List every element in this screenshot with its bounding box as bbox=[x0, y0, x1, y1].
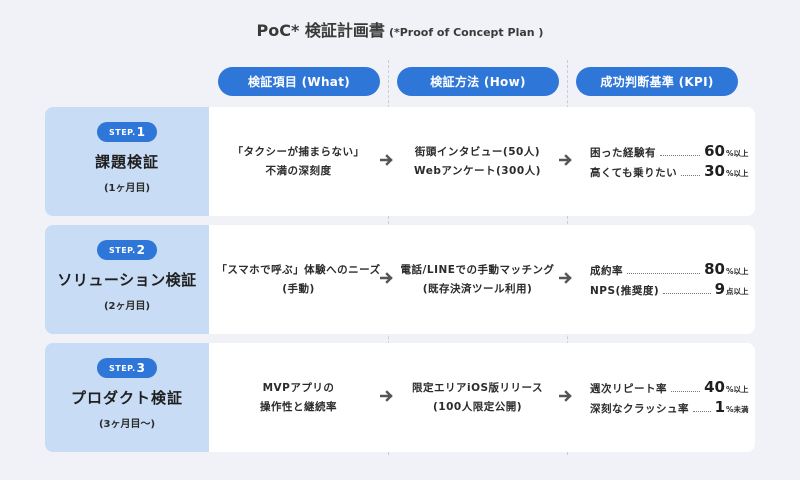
kpi-unit: 点以上 bbox=[726, 286, 749, 296]
what-cell: MVPアプリの 操作性と継続率 bbox=[209, 343, 388, 452]
kpi-value: 1 bbox=[714, 397, 725, 416]
step-badge-prefix: STEP. bbox=[109, 245, 136, 255]
what-cell: 「スマホで呼ぶ」体験へのニーズ (手動) bbox=[209, 225, 388, 334]
how-line: 電話/LINEでの手動マッチング bbox=[400, 263, 555, 276]
header-what: 検証項目 (What) bbox=[218, 67, 380, 96]
step-label-panel: STEP.3 プロダクト検証 (3ヶ月目〜) bbox=[45, 343, 209, 452]
step-name: プロダクト検証 bbox=[70, 389, 183, 407]
kpi-line: 成約率 80%以上 bbox=[590, 260, 750, 280]
dotted-leader bbox=[693, 410, 711, 412]
kpi-line: 深刻なクラッシュ率 1%未満 bbox=[590, 398, 750, 418]
kpi-line: 困った経験有 60%以上 bbox=[590, 142, 750, 162]
kpi-label: 高くても乗りたい bbox=[590, 166, 678, 179]
step-badge-prefix: STEP. bbox=[109, 127, 136, 137]
step-name: 課題検証 bbox=[94, 153, 159, 171]
how-cell: 電話/LINEでの手動マッチング (既存決済ツール利用) bbox=[388, 225, 567, 334]
kpi-value: 40 bbox=[704, 377, 725, 396]
title-sub: (*Proof of Concept Plan ) bbox=[388, 26, 544, 39]
kpi-value: 30 bbox=[704, 161, 725, 180]
kpi-unit: %以上 bbox=[726, 384, 749, 394]
kpi-cell: 週次リピート率 40%以上 深刻なクラッシュ率 1%未満 bbox=[590, 343, 750, 452]
step-badge-number: 3 bbox=[136, 361, 145, 375]
what-line: 「タクシーが捕まらない」 bbox=[232, 145, 365, 158]
step-badge-number: 1 bbox=[136, 125, 145, 139]
step-row-3: STEP.3 プロダクト検証 (3ヶ月目〜) MVPアプリの 操作性と継続率 限… bbox=[45, 343, 755, 452]
how-line: 街頭インタビュー(50人) bbox=[414, 145, 541, 158]
arrow-right-icon bbox=[559, 272, 572, 284]
step-period: (2ヶ月目) bbox=[103, 301, 151, 312]
step-period: (3ヶ月目〜) bbox=[98, 419, 156, 430]
step-badge: STEP.2 bbox=[97, 240, 157, 260]
dotted-leader bbox=[663, 292, 711, 294]
kpi-unit: %以上 bbox=[726, 266, 749, 276]
kpi-unit: %以上 bbox=[726, 148, 749, 158]
kpi-unit: %以上 bbox=[726, 168, 749, 178]
step-row-1: STEP.1 課題検証 (1ヶ月目) 「タクシーが捕まらない」 不満の深刻度 街… bbox=[45, 107, 755, 216]
kpi-line: 高くても乗りたい 30%以上 bbox=[590, 162, 750, 182]
what-line: 不満の深刻度 bbox=[265, 164, 332, 177]
arrow-right-icon bbox=[380, 390, 393, 402]
kpi-label: 深刻なクラッシュ率 bbox=[590, 402, 689, 415]
how-cell: 街頭インタビュー(50人) Webアンケート(300人) bbox=[388, 107, 567, 216]
kpi-unit: %未満 bbox=[726, 404, 749, 414]
what-line: 操作性と継続率 bbox=[260, 400, 337, 413]
kpi-value: 9 bbox=[714, 279, 725, 298]
how-line: (100人限定公開) bbox=[432, 400, 522, 413]
step-badge: STEP.3 bbox=[97, 358, 157, 378]
step-name: ソリューション検証 bbox=[57, 271, 197, 289]
header-kpi: 成功判断基準 (KPI) bbox=[576, 67, 738, 96]
kpi-label: 週次リピート率 bbox=[590, 382, 667, 395]
arrow-right-icon bbox=[559, 154, 572, 166]
step-row-2: STEP.2 ソリューション検証 (2ヶ月目) 「スマホで呼ぶ」体験へのニーズ … bbox=[45, 225, 755, 334]
page-title: PoC* 検証計画書(*Proof of Concept Plan ) bbox=[0, 17, 800, 41]
arrow-right-icon bbox=[380, 154, 393, 166]
step-label-panel: STEP.2 ソリューション検証 (2ヶ月目) bbox=[45, 225, 209, 334]
how-line: Webアンケート(300人) bbox=[414, 164, 541, 177]
step-badge-number: 2 bbox=[136, 243, 145, 257]
dotted-leader bbox=[660, 154, 701, 156]
title-main: PoC* 検証計画書 bbox=[256, 21, 385, 40]
step-label-panel: STEP.1 課題検証 (1ヶ月目) bbox=[45, 107, 209, 216]
arrow-right-icon bbox=[559, 390, 572, 402]
header-how: 検証方法 (How) bbox=[397, 67, 559, 96]
what-cell: 「タクシーが捕まらない」 不満の深刻度 bbox=[209, 107, 388, 216]
kpi-cell: 困った経験有 60%以上 高くても乗りたい 30%以上 bbox=[590, 107, 750, 216]
kpi-label: 困った経験有 bbox=[590, 146, 656, 159]
how-line: (既存決済ツール利用) bbox=[422, 282, 533, 295]
dotted-leader bbox=[671, 390, 701, 392]
kpi-label: 成約率 bbox=[590, 264, 623, 277]
kpi-value: 60 bbox=[704, 141, 725, 160]
what-line: 「スマホで呼ぶ」体験へのニーズ bbox=[216, 263, 381, 276]
kpi-line: 週次リピート率 40%以上 bbox=[590, 378, 750, 398]
arrow-right-icon bbox=[380, 272, 393, 284]
step-period: (1ヶ月目) bbox=[103, 183, 151, 194]
how-cell: 限定エリアiOS版リリース (100人限定公開) bbox=[388, 343, 567, 452]
what-line: (手動) bbox=[282, 282, 315, 295]
step-badge-prefix: STEP. bbox=[109, 363, 136, 373]
dotted-leader bbox=[627, 272, 701, 274]
step-badge: STEP.1 bbox=[97, 122, 157, 142]
how-line: 限定エリアiOS版リリース bbox=[411, 381, 544, 394]
kpi-value: 80 bbox=[704, 259, 725, 278]
dotted-leader bbox=[681, 174, 701, 176]
what-line: MVPアプリの bbox=[262, 381, 335, 394]
kpi-label: NPS(推奨度) bbox=[590, 284, 660, 297]
